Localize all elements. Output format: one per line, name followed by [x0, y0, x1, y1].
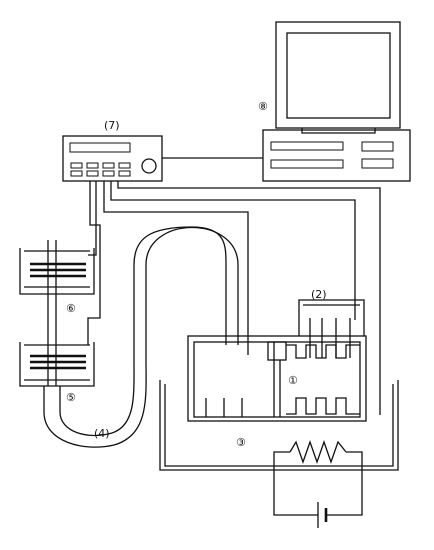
electrode-holder-frame	[298, 299, 365, 336]
vessel-6-body	[19, 248, 95, 295]
circuit-wire	[346, 451, 363, 466]
bath-container	[159, 380, 399, 471]
resistor	[289, 440, 347, 464]
label-vessel-5: ⑤	[66, 391, 76, 404]
external-circuit	[273, 440, 363, 528]
partition-cap	[267, 341, 287, 361]
tubing-outer	[43, 226, 239, 448]
controller-key	[86, 170, 99, 177]
controller-knob	[141, 158, 157, 174]
electrode-holder	[298, 299, 365, 358]
controller-key	[70, 170, 83, 177]
monitor-frame	[275, 21, 401, 129]
wire-to-vessel-5	[87, 181, 101, 345]
label-vessel-6: ⑥	[66, 302, 76, 315]
label-electrode-holder: (2)	[311, 288, 327, 301]
controller-display	[69, 142, 131, 153]
label-computer: ⑧	[258, 100, 268, 113]
label-controller: (7)	[104, 119, 120, 132]
cell	[187, 335, 367, 422]
vessel-6	[19, 240, 95, 295]
drive-slot	[270, 159, 344, 169]
controller-key	[102, 162, 115, 169]
drive-slot	[361, 141, 394, 152]
controller-key	[70, 162, 83, 169]
wire-to-electrode-holder	[110, 181, 356, 320]
label-bath: ③	[236, 436, 246, 449]
label-cell: ①	[288, 374, 298, 387]
computer	[262, 21, 411, 182]
controller-key	[118, 162, 131, 169]
controller	[62, 135, 163, 182]
wire-to-bath-electrode	[117, 181, 381, 415]
circuit-wire	[273, 466, 318, 516]
computer-case	[262, 129, 411, 182]
monitor-screen	[286, 32, 391, 119]
controller-key	[86, 162, 99, 169]
cell-fin-top	[286, 344, 360, 359]
circuit-wire	[273, 451, 290, 466]
tubing-inner	[59, 226, 227, 437]
vessel-5	[19, 294, 95, 387]
cell-inner	[193, 341, 361, 418]
vessel-5-body	[19, 342, 95, 387]
label-tubing: (4)	[94, 427, 110, 440]
circuit-wire	[326, 466, 363, 516]
controller-key	[118, 170, 131, 177]
drive-slot	[270, 141, 344, 151]
cell-fin-bottom	[286, 397, 360, 415]
wire-to-cell	[103, 181, 249, 355]
cell-outer	[187, 335, 367, 422]
bath-inner-wall	[164, 384, 394, 467]
drive-slot	[361, 158, 394, 169]
controller-key	[102, 170, 115, 177]
wire-to-vessel-6	[88, 181, 97, 256]
